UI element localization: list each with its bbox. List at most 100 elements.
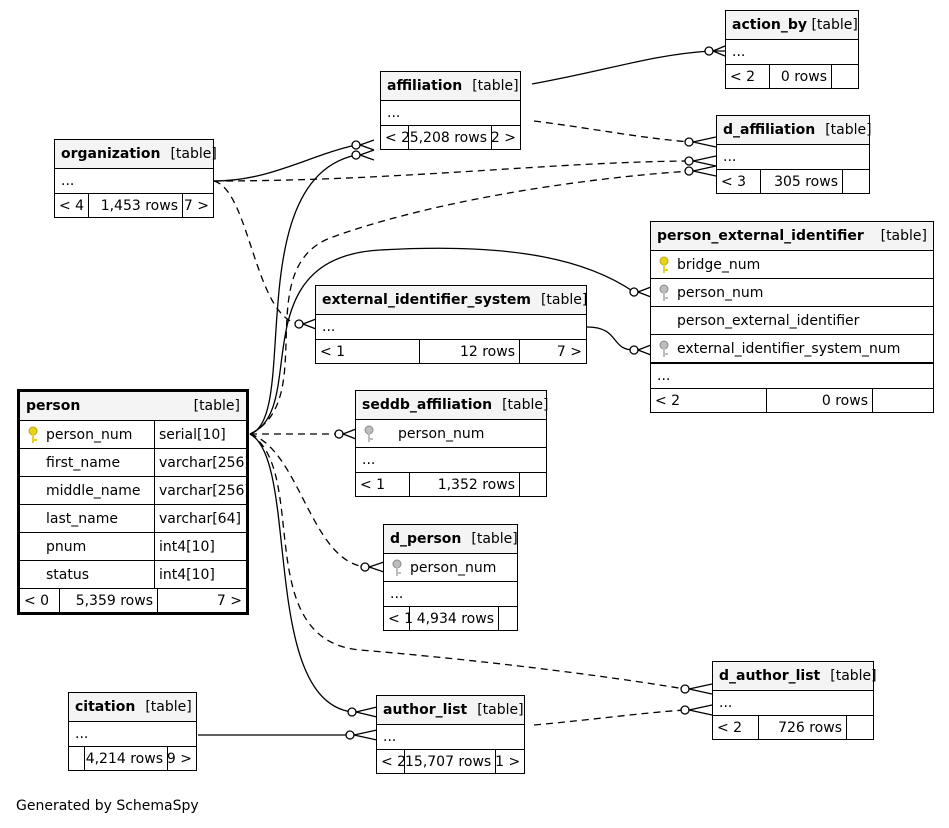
table-person[interactable]: person [table] person_num serial[10] firs… — [17, 389, 250, 615]
children-count: 7 > — [183, 197, 209, 214]
row-count: 1,352 rows — [410, 473, 520, 496]
primary-key-icon — [28, 426, 38, 443]
table-organization[interactable]: organization[table] ... < 4 1,453 rows 7… — [54, 139, 217, 218]
table-kind: [table] — [472, 78, 519, 94]
column-row[interactable]: status int4[10] — [20, 561, 246, 589]
edge-author-list-d-author-list — [533, 709, 686, 726]
table-name: action_by — [732, 17, 807, 33]
columns-ellipsis: ... — [55, 169, 213, 194]
foreign-key-icon — [364, 425, 374, 442]
table-seddb-affiliation[interactable]: seddb_affiliation[table] person_num ... … — [355, 390, 549, 497]
columns-ellipsis: ... — [717, 145, 869, 170]
children-count — [843, 170, 869, 193]
column-name: pnum — [46, 538, 87, 555]
table-name: d_affiliation — [723, 122, 816, 138]
table-name: person_external_identifier — [657, 228, 864, 244]
children-count: 2 > — [490, 129, 516, 146]
parents-count: < 2 — [713, 716, 759, 739]
table-kind: [table] — [880, 228, 927, 244]
columns-ellipsis: ... — [651, 363, 933, 389]
table-name: affiliation — [387, 78, 463, 94]
edge-affiliation-action-by — [531, 50, 711, 85]
column-name: middle_name — [46, 482, 141, 499]
row-count: 4,214 rows — [85, 747, 168, 770]
children-count — [832, 65, 858, 88]
column-row[interactable]: bridge_num — [651, 251, 933, 279]
table-kind: [table] — [193, 398, 240, 414]
column-row[interactable]: person_num serial[10] — [20, 421, 246, 449]
edge-organization-affiliation — [213, 144, 357, 182]
columns-ellipsis: ... — [726, 40, 858, 65]
column-row[interactable]: pnum int4[10] — [20, 533, 246, 561]
table-kind: [table] — [471, 531, 518, 547]
columns-ellipsis: ... — [69, 722, 196, 747]
row-count: 5,208 rows — [409, 126, 492, 149]
column-name: person_num — [410, 559, 497, 576]
column-name: person_num — [677, 284, 764, 301]
column-name: person_num — [398, 425, 485, 442]
column-row[interactable]: person_num — [356, 420, 546, 448]
children-count — [847, 716, 873, 739]
column-type: varchar[256] — [154, 449, 250, 476]
column-name: bridge_num — [677, 256, 761, 273]
parents-count: < 2 — [377, 750, 406, 773]
columns-ellipsis: ... — [384, 582, 517, 607]
table-d-person[interactable]: d_person[table] person_num ... < 1 4,934… — [383, 524, 518, 631]
table-affiliation[interactable]: affiliation[table] ... < 2 5,208 rows 2 … — [380, 71, 521, 150]
column-row[interactable]: external_identifier_system_num — [651, 335, 933, 363]
column-row[interactable]: middle_name varchar[256] — [20, 477, 250, 505]
edge-person-d-person — [249, 433, 366, 568]
column-name: external_identifier_system_num — [677, 340, 901, 357]
table-action-by[interactable]: action_by [table] ... < 2 0 rows — [725, 10, 859, 89]
parents-count: < 2 — [726, 65, 770, 88]
parents-count: < 3 — [717, 170, 761, 193]
table-kind: [table] — [811, 17, 858, 33]
row-count: 12 rows — [420, 340, 520, 363]
row-count: 0 rows — [767, 389, 873, 412]
table-kind: [table] — [477, 702, 524, 718]
edge-person-person-external-identifier — [249, 247, 635, 435]
row-count: 5,359 rows — [60, 589, 158, 612]
table-kind: [table] — [540, 292, 588, 308]
row-count: 15,707 rows — [405, 750, 497, 773]
foreign-key-icon — [392, 559, 402, 576]
children-count — [873, 389, 933, 412]
table-kind: [table] — [825, 122, 872, 138]
row-count: 305 rows — [761, 170, 843, 193]
columns-ellipsis: ... — [381, 101, 520, 126]
table-name: d_person — [390, 531, 462, 547]
column-row[interactable]: first_name varchar[256] — [20, 449, 250, 477]
parents-count: < 4 — [55, 194, 89, 217]
children-count — [520, 473, 546, 496]
column-row[interactable]: person_num — [651, 279, 933, 307]
column-type: varchar[64] — [154, 505, 246, 532]
row-count: 1,453 rows — [89, 194, 183, 217]
columns-ellipsis: ... — [713, 691, 873, 716]
children-count: 7 > — [556, 343, 582, 360]
table-external-identifier-system[interactable]: external_identifier_system[table] ... < … — [315, 285, 587, 364]
column-type: varchar[256] — [154, 477, 250, 504]
edge-affiliation-d-affiliation — [533, 120, 691, 143]
column-row[interactable]: last_name varchar[64] — [20, 505, 246, 533]
parents-count: < 0 — [20, 589, 60, 612]
edge-person-affiliation — [249, 154, 357, 435]
column-row[interactable]: person_external_identifier — [651, 307, 933, 335]
column-type: int4[10] — [154, 561, 246, 588]
table-name: seddb_affiliation — [362, 397, 493, 413]
table-name: person — [26, 398, 81, 414]
table-d-affiliation[interactable]: d_affiliation [table] ... < 3 305 rows — [716, 115, 872, 194]
table-citation[interactable]: citation[table] ... 4,214 rows 9 > — [68, 692, 197, 771]
edge-person-d-affiliation — [249, 170, 691, 435]
table-kind: [table] — [502, 397, 549, 413]
column-type: serial[10] — [154, 421, 246, 448]
column-row[interactable]: person_num — [384, 554, 517, 582]
column-name: status — [46, 566, 90, 583]
table-d-author-list[interactable]: d_author_list[table] ... < 2 726 rows — [712, 661, 877, 740]
table-author-list[interactable]: author_list[table] ... < 2 15,707 rows 1… — [376, 695, 525, 774]
table-person-external-identifier[interactable]: person_external_identifier [table] bridge… — [650, 221, 934, 413]
foreign-key-icon — [659, 284, 669, 301]
row-count: 0 rows — [770, 65, 832, 88]
edge-organization-d-affiliation — [213, 160, 691, 182]
children-count — [499, 607, 517, 630]
edge-organization-external-identifier-system — [213, 180, 301, 325]
